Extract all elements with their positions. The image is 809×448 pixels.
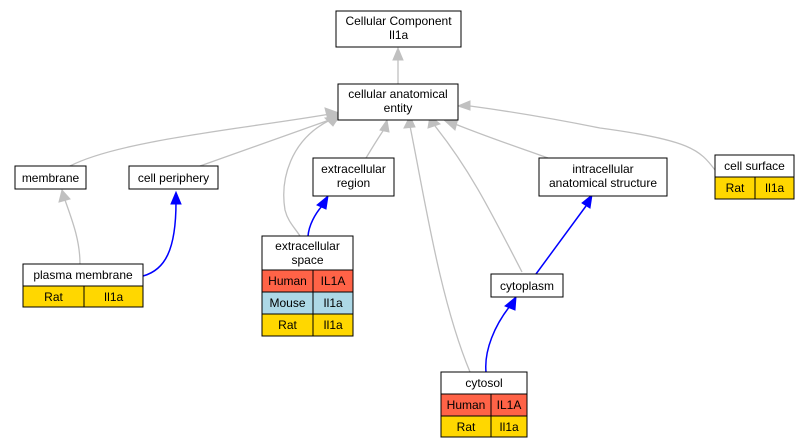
gene-cell-rat xyxy=(490,415,528,438)
edge-plasmamembrane-to-cellperiphery xyxy=(142,201,177,277)
arrowhead xyxy=(456,100,471,111)
node-label-line2: anatomical structure xyxy=(549,176,657,190)
arrowhead xyxy=(323,115,340,127)
node-label-line1: Cellular Component xyxy=(345,14,452,28)
edge-membrane-to-cae xyxy=(69,113,331,167)
edge-extregion-to-cae xyxy=(365,127,386,159)
node-membrane[interactable]: membrane xyxy=(14,165,87,190)
gene-label: Il1a xyxy=(323,318,343,332)
arrowhead xyxy=(581,193,593,209)
species-label: Rat xyxy=(726,181,745,195)
edge-plasmamembrane-to-membrane xyxy=(64,199,81,265)
arrowhead xyxy=(379,118,390,133)
edge-cytosol-to-cytoplasm xyxy=(485,305,511,373)
node-label-line2: space xyxy=(291,253,323,267)
gene-label: Il1a xyxy=(765,181,785,195)
node-label: plasma membrane xyxy=(33,268,133,282)
node-label-line2: entity xyxy=(384,101,413,115)
species-label: Mouse xyxy=(269,296,305,310)
species-label: Human xyxy=(268,274,307,288)
species-label: Rat xyxy=(278,318,297,332)
node-label-line1: extracellular xyxy=(321,162,386,176)
gene-cell-rat xyxy=(312,313,354,337)
node-cytosol[interactable]: cytosol Human IL1A Rat Il1a xyxy=(440,371,528,438)
species-label: Rat xyxy=(457,420,476,434)
node-label-line1: intracellular xyxy=(572,162,633,176)
node-label: cytosol xyxy=(465,376,502,390)
node-cellular-anatomical-entity[interactable]: cellular anatomical entity xyxy=(337,83,459,121)
arrowhead xyxy=(392,46,404,61)
species-label: Human xyxy=(447,398,486,412)
gene-cell-rat xyxy=(83,285,144,308)
gene-label: Il1a xyxy=(104,290,124,304)
node-intracellular-anatomical-structure[interactable]: intracellular anatomical structure xyxy=(538,157,668,197)
edge-cytoplasm-to-cae xyxy=(434,125,523,273)
edge-intracellular-to-cae xyxy=(454,123,549,159)
node-cellular-component-root[interactable]: Cellular Component Il1a xyxy=(335,10,462,48)
arrowhead xyxy=(316,194,329,210)
node-cell-periphery[interactable]: cell periphery xyxy=(128,165,219,190)
arrowhead xyxy=(504,295,517,311)
gene-cell-rat xyxy=(754,176,795,200)
node-label-line1: cellular anatomical xyxy=(348,87,447,101)
arrowhead xyxy=(403,114,416,129)
node-label: membrane xyxy=(22,171,80,185)
node-label-line2: region xyxy=(337,176,370,190)
arrowhead xyxy=(170,190,182,205)
node-label: cytoplasm xyxy=(500,279,554,293)
gene-label: Il1a xyxy=(323,296,343,310)
arrowhead xyxy=(58,188,71,203)
node-cytoplasm[interactable]: cytoplasm xyxy=(490,273,564,298)
edge-cytosol-to-cae xyxy=(409,125,471,373)
node-label: cell periphery xyxy=(138,171,209,185)
node-label-line1: extracellular xyxy=(275,239,340,253)
species-label: Rat xyxy=(44,290,63,304)
edge-cytoplasm-to-intracellular xyxy=(535,205,587,275)
node-plasma-membrane[interactable]: plasma membrane Rat Il1a xyxy=(22,263,144,308)
edge-cellperiphery-to-cae xyxy=(199,117,336,167)
part-of-edges xyxy=(142,190,593,373)
gene-label: IL1A xyxy=(497,398,522,412)
gene-label: Il1a xyxy=(499,420,519,434)
node-cell-surface[interactable]: cell surface Rat Il1a xyxy=(714,154,795,200)
edge-extspace-to-cae xyxy=(283,119,331,237)
node-extracellular-space[interactable]: extracellular space Human IL1A Mouse Il1… xyxy=(261,235,354,337)
node-label-line2: Il1a xyxy=(389,28,409,42)
node-label: cell surface xyxy=(724,159,785,173)
gene-label: IL1A xyxy=(321,274,346,288)
node-extracellular-region[interactable]: extracellular region xyxy=(312,157,395,197)
edge-cellsurface-to-cae xyxy=(469,105,716,171)
edge-extspace-to-extregion xyxy=(307,205,323,237)
